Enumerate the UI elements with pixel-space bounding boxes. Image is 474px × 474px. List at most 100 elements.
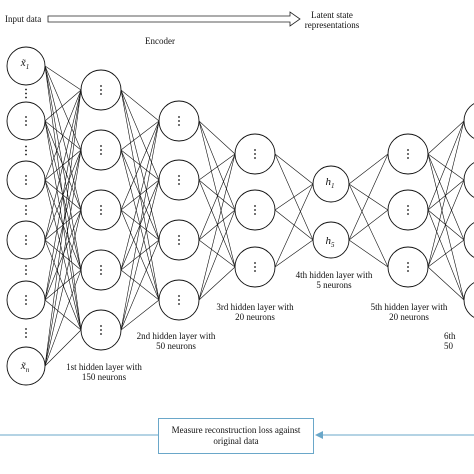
connection-line (274, 153, 314, 185)
neuron-layer-6 (463, 162, 474, 198)
reconstruction-loss-box: Measure reconstruction loss against orig… (158, 418, 314, 454)
connection-line (44, 149, 82, 301)
layer4-line1: 4th hidden layer with (295, 270, 373, 280)
layer1-caption: 1st hidden layer with 150 neurons (54, 362, 154, 382)
ellipsis-dot (100, 329, 102, 331)
connection-line (427, 120, 465, 155)
ellipsis-dot (100, 149, 102, 151)
ellipsis-dot (178, 239, 180, 241)
connection-line (348, 153, 389, 241)
connection-line (44, 65, 82, 91)
connection-line (198, 209, 236, 301)
connection-line (44, 89, 82, 367)
connection-line (198, 239, 236, 268)
connection-line (120, 120, 160, 211)
layer6-line2: 50 (444, 341, 453, 351)
connection-line (44, 299, 82, 331)
layer5-line1: 5th hidden layer with (370, 302, 448, 312)
connection-line (427, 153, 465, 241)
ellipsis-dot (100, 85, 102, 87)
ellipsis-dot (100, 273, 102, 275)
neuron-layer-6 (463, 282, 474, 318)
connection-line (198, 120, 236, 268)
ellipsis-marks (25, 85, 409, 338)
input-xn-symbol: x̃n (20, 360, 30, 375)
layer1-line2: 150 neurons (81, 372, 127, 382)
layer2-caption: 2nd hidden layer with 50 neurons (126, 331, 226, 351)
connection-line (427, 120, 465, 211)
connection-line (44, 269, 82, 301)
ellipsis-dot (407, 153, 409, 155)
connection-line (120, 120, 160, 271)
connection-line (427, 209, 465, 301)
ellipsis-dot (407, 262, 409, 264)
loss-box-line1: Measure reconstruction loss against (171, 425, 301, 435)
connection-line (198, 153, 236, 301)
ellipsis-dot (100, 213, 102, 215)
ellipsis-dot (25, 328, 27, 330)
ellipsis-dot (25, 145, 27, 148)
ellipsis-dot (254, 262, 256, 264)
ellipsis-dot (100, 93, 102, 95)
layer6-caption: 6th 50 (444, 331, 456, 351)
ellipsis-dot (254, 157, 256, 159)
connection-line (120, 89, 160, 181)
ellipsis-dot (178, 295, 180, 297)
ellipsis-dot (100, 265, 102, 267)
connection-line (198, 179, 236, 211)
neuron-layer-4 (312, 165, 350, 203)
connection-line (348, 209, 389, 241)
connection-line (44, 65, 82, 271)
ellipsis-dot (407, 157, 409, 159)
neuron-layer-0 (6, 46, 46, 86)
connection-line (44, 209, 82, 367)
connection-line (427, 120, 465, 268)
connection-line (348, 239, 389, 268)
ellipsis-dot (25, 299, 27, 301)
ellipsis-dot (100, 153, 102, 155)
layer2-line2: 50 neurons (156, 341, 196, 351)
connection-line (44, 209, 82, 301)
ellipsis-dot (25, 239, 27, 241)
connection-line (44, 329, 82, 367)
connection-line (427, 153, 465, 301)
connection-line (348, 153, 389, 185)
connection-line (427, 179, 465, 268)
latent-label-line1: Latent state (311, 10, 353, 20)
neuron-layer-4 (312, 221, 350, 259)
layer6-line1: 6th (444, 331, 456, 341)
ellipsis-dot (407, 266, 409, 268)
layer5-caption: 5th hidden layer with 20 neurons (359, 302, 459, 322)
encoder-label: Encoder (145, 36, 175, 46)
ellipsis-dot (25, 183, 27, 185)
latent-h1-symbol: h1 (325, 176, 335, 191)
ellipsis-dot (25, 303, 27, 305)
connection-line (427, 153, 465, 181)
latent-h5-symbol: h5 (325, 235, 335, 250)
neuron-layer-0 (6, 346, 46, 386)
ellipsis-dot (25, 92, 27, 95)
ellipsis-dot (25, 235, 27, 237)
connection-line (198, 179, 236, 268)
ellipsis-dot (25, 295, 27, 297)
ellipsis-dot (25, 332, 27, 334)
connection-line (44, 149, 82, 367)
ellipsis-dot (178, 175, 180, 177)
input-data-label: Input data (5, 14, 42, 24)
ellipsis-dot (25, 149, 27, 152)
neuron-layer-6 (463, 103, 474, 139)
ellipsis-dot (25, 124, 27, 126)
ellipsis-dot (254, 213, 256, 215)
layer2-line1: 2nd hidden layer with (136, 331, 216, 341)
ellipsis-dot (407, 213, 409, 215)
ellipsis-dot (25, 209, 27, 211)
ellipsis-dot (178, 183, 180, 185)
ellipsis-dot (407, 149, 409, 151)
connection-line (198, 153, 236, 241)
layer3-line1: 3rd hidden layer with (216, 302, 294, 312)
ellipsis-dot (407, 209, 409, 211)
connection-line (120, 179, 160, 331)
ellipsis-dot (178, 116, 180, 118)
ellipsis-dot (25, 116, 27, 118)
